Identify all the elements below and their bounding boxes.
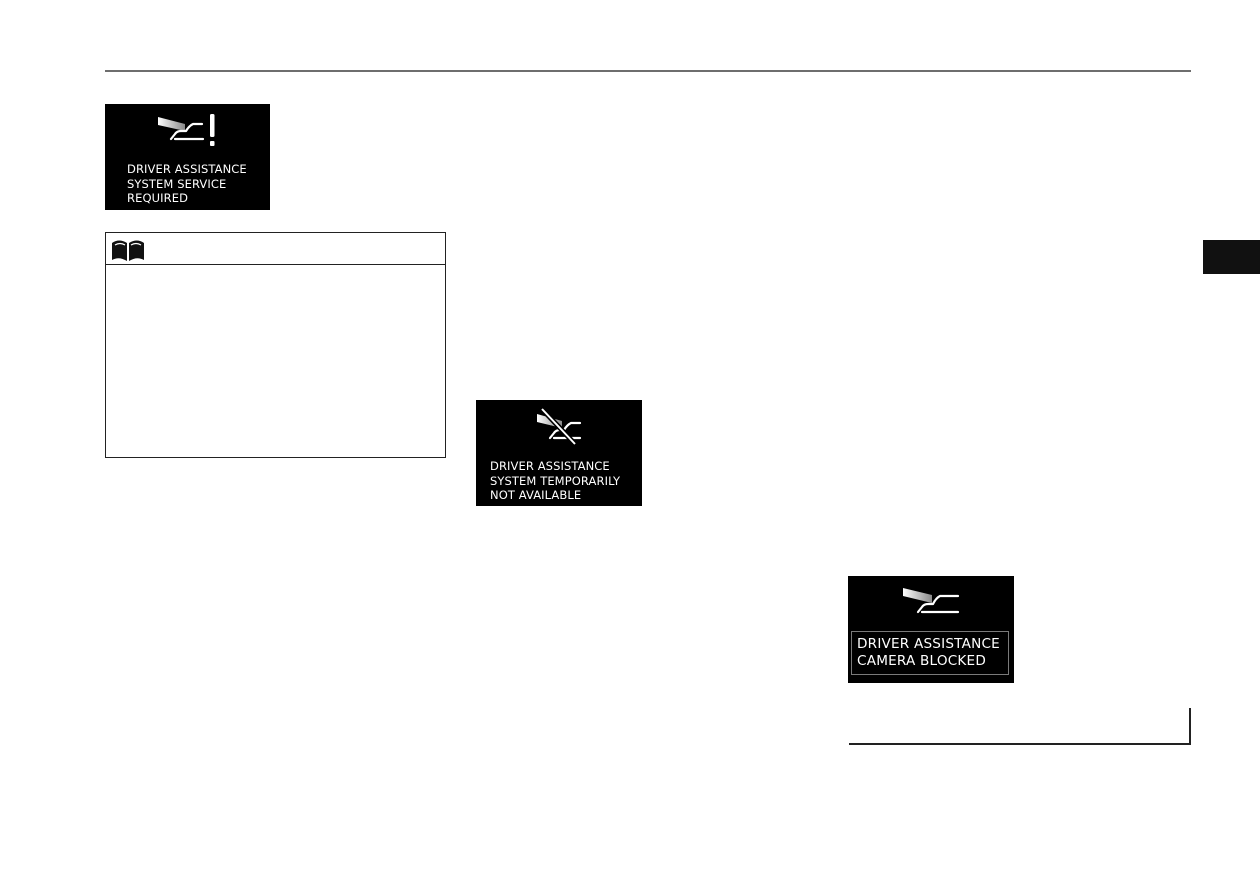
warning-message: DRIVER ASSISTANCE SYSTEM SERVICE REQUIRE… — [127, 162, 247, 206]
open-book-icon — [112, 240, 144, 261]
camera-icon — [903, 588, 960, 614]
note-header — [106, 233, 445, 265]
message-line: DRIVER ASSISTANCE — [127, 162, 247, 176]
message-line: SYSTEM TEMPORARILY — [490, 473, 621, 488]
warning-panel-temporarily-unavailable: DRIVER ASSISTANCE SYSTEM TEMPORARILY NOT… — [476, 400, 642, 506]
message-line: DRIVER ASSISTANCE — [857, 636, 1000, 652]
message-line: SYSTEM SERVICE — [127, 176, 227, 191]
chapter-tab — [1203, 240, 1260, 274]
warning-panel-camera-blocked: DRIVER ASSISTANCE CAMERA BLOCKED — [848, 576, 1014, 683]
message-line: DRIVER ASSISTANCE — [490, 459, 610, 473]
message-frame: DRIVER ASSISTANCE CAMERA BLOCKED — [851, 631, 1009, 675]
warning-panel-service-required: DRIVER ASSISTANCE SYSTEM SERVICE REQUIRE… — [105, 104, 270, 210]
section-end-rule-tick — [1189, 708, 1191, 745]
header-rule — [105, 70, 1191, 72]
warning-message: DRIVER ASSISTANCE CAMERA BLOCKED — [857, 636, 1000, 670]
camera-exclamation-icon — [158, 114, 215, 146]
note-box — [105, 232, 446, 458]
message-line: NOT AVAILABLE — [490, 488, 582, 502]
section-end-rule — [849, 743, 1191, 745]
camera-crossed-out-icon — [537, 407, 582, 446]
message-line: REQUIRED — [127, 191, 189, 205]
warning-message: DRIVER ASSISTANCE SYSTEM TEMPORARILY NOT… — [490, 459, 620, 503]
message-line: CAMERA BLOCKED — [857, 653, 986, 669]
